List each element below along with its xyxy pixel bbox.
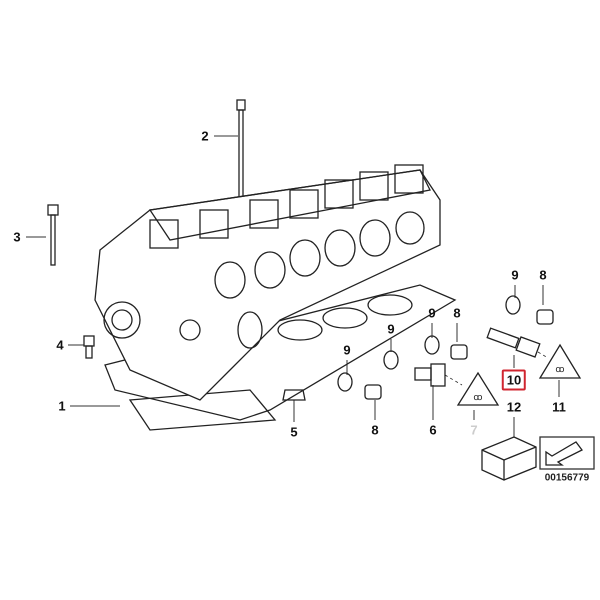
part-label-10-selected[interactable]: 10 (501, 369, 527, 391)
part-label-8[interactable]: 8 (539, 267, 547, 283)
part-label-1[interactable]: 1 (58, 398, 66, 414)
part-label-9[interactable]: 9 (511, 267, 519, 283)
warning-triangle-11-icon: ꝏ (538, 343, 582, 379)
ports (214, 211, 425, 299)
part-label-12[interactable]: 12 (506, 399, 522, 415)
part-label-3[interactable]: 3 (13, 229, 21, 245)
part-label-5[interactable]: 5 (290, 424, 298, 440)
part-label-4[interactable]: 4 (56, 337, 64, 353)
part-label-6[interactable]: 6 (429, 422, 437, 438)
sensor-6 (414, 363, 446, 387)
cylinder-head (94, 164, 441, 401)
plugs-8 (364, 309, 554, 400)
head-bolt-3 (47, 204, 59, 266)
direction-arrow-icon (539, 436, 595, 470)
box-12-icon (481, 436, 537, 481)
gasket-1 (104, 284, 457, 431)
part-label-8[interactable]: 8 (371, 422, 379, 438)
part-label-9[interactable]: 9 (387, 321, 395, 337)
svg-text:ꝏ: ꝏ (473, 392, 482, 402)
part-label-9[interactable]: 9 (343, 342, 351, 358)
nut-5 (282, 389, 306, 401)
diagram-code: 00156779 (544, 472, 590, 484)
part-label-7[interactable]: 7 (470, 422, 478, 438)
part-label-11[interactable]: 11 (552, 399, 566, 415)
leader-lines (26, 135, 560, 437)
camshaft-bearings (149, 164, 424, 249)
svg-text:ꝏ: ꝏ (555, 364, 564, 374)
part-label-2[interactable]: 2 (201, 128, 209, 144)
sensor-10 (486, 327, 541, 358)
part-label-8[interactable]: 8 (453, 305, 461, 321)
head-bolt-2 (236, 99, 246, 206)
seal-rings (337, 295, 521, 392)
bolt-4 (83, 335, 95, 359)
part-label-9[interactable]: 9 (428, 305, 436, 321)
warning-triangle-7-icon: ꝏ (456, 371, 500, 406)
